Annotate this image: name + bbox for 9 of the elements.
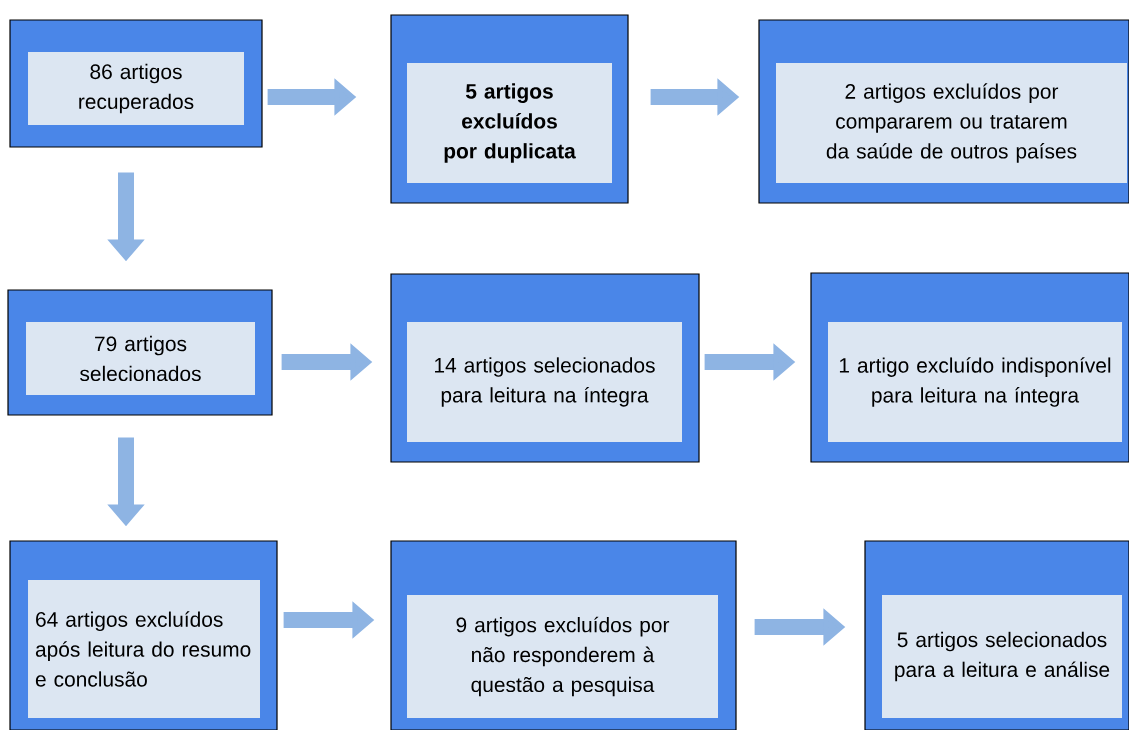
process-box: 86 artigos recuperados: [9, 19, 263, 148]
process-box: 5 artigos excluídos por duplicata: [390, 14, 629, 204]
process-box: 79 artigos selecionados: [7, 289, 273, 416]
process-box: 2 artigos excluídos por compararem ou tratarem da saúde de outros países: [758, 19, 1129, 204]
process-box: 9 artigos excluídos por não responderem à questão a pesquisa: [390, 540, 737, 730]
process-box: 5 artigos selecionados para a leitura e análise: [864, 540, 1129, 730]
process-box: 1 artigo excluído indisponível para leitura na íntegra: [810, 272, 1129, 463]
process-box: 14 artigos selecionados para leitura na íntegra: [390, 273, 700, 463]
process-box: 64 artigos excluídos após leitura do resumo e conclusão: [9, 540, 278, 730]
